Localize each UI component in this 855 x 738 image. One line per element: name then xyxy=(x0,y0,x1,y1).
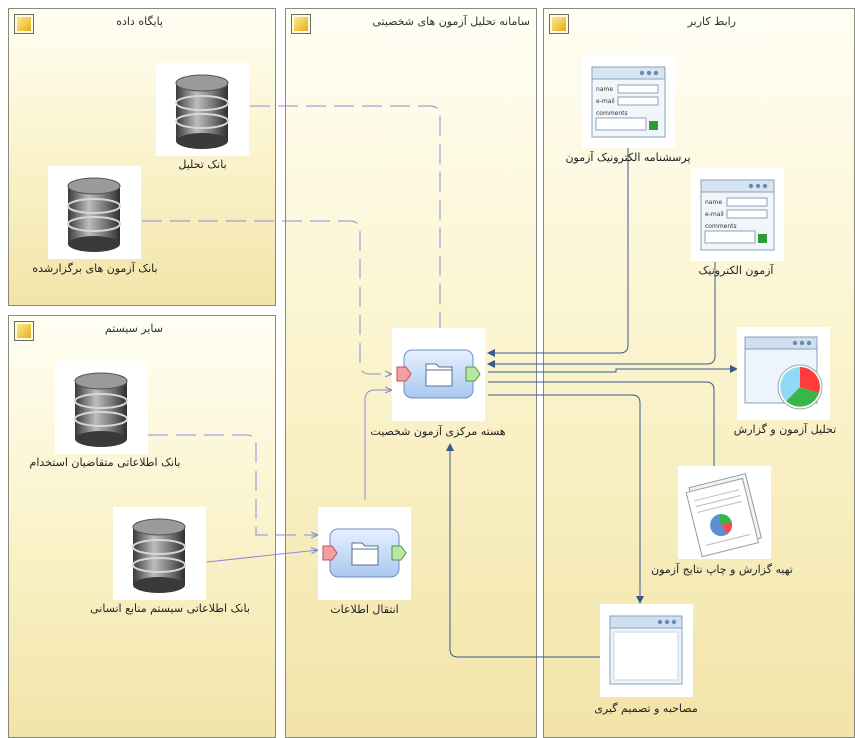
other-systems-panel-title: سایر سیستم xyxy=(104,322,163,335)
link-hr-transfer xyxy=(206,550,318,563)
e-questionnaire-label: پرسشنامه الکترونیک آزمون xyxy=(565,151,691,164)
link-etest-core xyxy=(487,262,716,368)
report-print-node[interactable] xyxy=(678,466,771,559)
module-component-icon xyxy=(396,349,481,399)
applicants-info-bank-node[interactable] xyxy=(55,361,148,454)
link-held-tests-core xyxy=(142,220,392,374)
core-label: هسته مرکزی آزمون شخصیت xyxy=(370,425,506,438)
analysis-bank-node[interactable] xyxy=(156,63,249,156)
svg-text:comments: comments xyxy=(596,110,628,117)
report-document-icon xyxy=(685,473,762,558)
svg-text:e-mail: e-mail xyxy=(705,211,724,218)
applicants-info-bank-label: بانک اطلاعاتی متقاضیان استخدام xyxy=(29,456,181,469)
link-interview-core xyxy=(446,443,600,658)
analysis-report-label: تحلیل آزمون و گزارش xyxy=(733,423,837,436)
web-form-icon: name e-mail comments xyxy=(591,66,666,138)
held-tests-bank-label: بانک آزمون های برگزارشده xyxy=(32,262,158,275)
link-core-report xyxy=(488,381,715,466)
panel-icon xyxy=(14,14,34,34)
e-test-label: آزمون الکترونیک xyxy=(698,264,774,277)
database-panel-title: پایگاه داده xyxy=(116,15,163,28)
database-icon xyxy=(67,177,121,252)
database-icon xyxy=(132,518,186,593)
link-core-interview xyxy=(488,394,644,604)
svg-text:name: name xyxy=(596,86,613,93)
analysis-system-panel-title: سامانه تحلیل آزمون های شخصیتی xyxy=(372,15,530,28)
pie-chart-window-icon xyxy=(744,336,823,410)
core-node[interactable] xyxy=(392,328,485,421)
link-questionnaire-core xyxy=(487,146,629,357)
hr-info-bank-node[interactable] xyxy=(113,507,206,600)
report-print-label: تهیه گزارش و چاپ نتایج آزمون xyxy=(651,563,793,576)
interview-node[interactable] xyxy=(600,604,693,697)
svg-text:comments: comments xyxy=(705,223,737,230)
e-questionnaire-node[interactable]: name e-mail comments xyxy=(582,55,675,148)
held-tests-bank-node[interactable] xyxy=(48,166,141,259)
database-icon xyxy=(175,74,229,149)
database-icon xyxy=(74,372,128,447)
data-transfer-label: انتقال اطلاعات xyxy=(330,603,399,616)
interview-label: مصاحبه و تصمیم گیری xyxy=(594,702,698,715)
link-analysis-bank-core xyxy=(250,105,441,328)
analysis-bank-label: بانک تحلیل xyxy=(178,158,227,171)
link-core-analysis xyxy=(488,365,738,373)
link-transfer-core xyxy=(364,390,392,500)
user-interface-panel-title: رابط کاربر xyxy=(687,15,736,28)
web-form-icon: name e-mail comments xyxy=(700,179,775,251)
analysis-report-node[interactable] xyxy=(737,327,830,420)
svg-text:e-mail: e-mail xyxy=(596,98,615,105)
hr-info-bank-label: بانک اطلاعاتی سیستم منابع انسانی xyxy=(90,602,250,615)
panel-icon xyxy=(549,14,569,34)
panel-icon xyxy=(291,14,311,34)
svg-text:name: name xyxy=(705,199,722,206)
module-component-icon xyxy=(322,528,407,578)
window-icon xyxy=(609,615,683,685)
panel-icon xyxy=(14,321,34,341)
data-transfer-node[interactable] xyxy=(318,507,411,600)
e-test-node[interactable]: name e-mail comments xyxy=(691,168,784,261)
link-applicants-transfer xyxy=(148,434,318,535)
